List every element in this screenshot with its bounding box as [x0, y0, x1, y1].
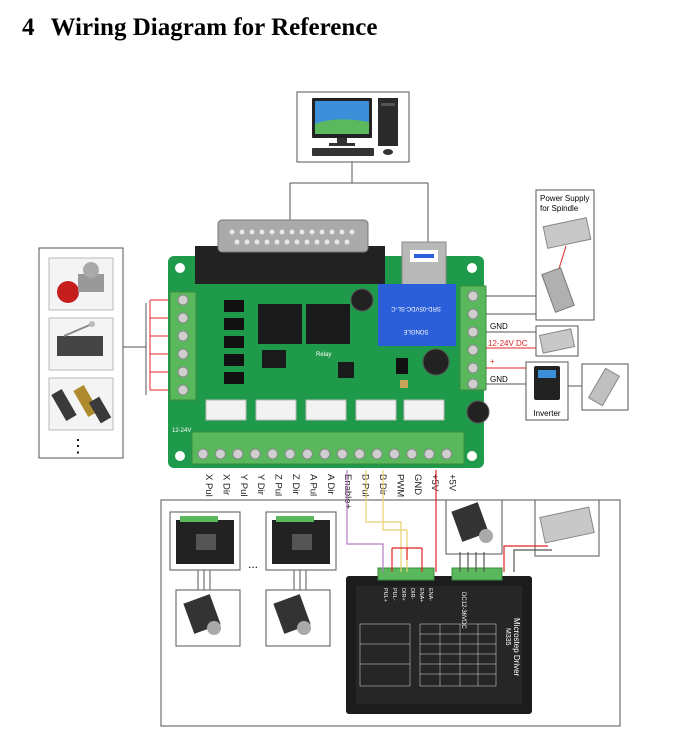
spindle-motor: [581, 363, 629, 411]
relay-label: Relay: [316, 352, 331, 358]
pin-label-5: Z Dir: [290, 474, 301, 495]
driver-ellipsis: ...: [248, 557, 258, 571]
relay: SRD-05VDC-SL-C SONGLE: [378, 284, 456, 346]
pin-label-2: Y Pul: [238, 474, 249, 497]
terminal-screw: [336, 448, 348, 460]
pin-label-8: Enable+: [342, 474, 353, 510]
computer-connection: [289, 162, 429, 242]
terminal-screw: [423, 448, 435, 460]
db25-connector: [195, 219, 385, 284]
pin-label-6: A Pul: [307, 474, 318, 496]
driver-motor-wires: [197, 570, 307, 590]
board-voltage-label: 12-24V: [172, 428, 191, 434]
axis-headers: [205, 399, 445, 421]
bottom-pin-labels: X Pul X Dir Y Pul Y Dir Z Pul Z Dir A Pul A Dir…: [203, 474, 458, 510]
gnd-bottom-label: GND: [490, 375, 508, 384]
bottom-terminal-block: [191, 431, 465, 465]
dc-power-supply: [535, 325, 579, 357]
page-title: 4 Wiring Diagram for Reference: [22, 14, 378, 42]
stepper-motor-a: [175, 589, 241, 647]
terminal-screw: [388, 448, 400, 460]
terminal-screw: [301, 448, 313, 460]
inverter-label: Inverter: [533, 409, 560, 418]
driver-power-supply: [534, 499, 600, 557]
limit-switch-image: [48, 317, 114, 371]
gnd-top-label: GND: [490, 322, 508, 331]
stepper-motor-b: [265, 589, 331, 647]
section-title: Wiring Diagram for Reference: [50, 14, 378, 41]
driver-a: [169, 511, 241, 571]
terminal-screw: [232, 448, 244, 460]
computer-box: [296, 91, 410, 163]
pin-label-0: X Pul: [203, 474, 214, 497]
pin-label-4: Z Pul: [273, 474, 284, 496]
terminal-screw: [214, 448, 226, 460]
driver-terminal-label-5: ENA-: [427, 588, 433, 601]
terminal-screw: [319, 448, 331, 460]
section-number: 4: [22, 14, 35, 41]
emergency-stop-image: [48, 257, 114, 311]
terminal-screw: [371, 448, 383, 460]
spindle-power-box: Power Supply for Spindle: [535, 189, 595, 321]
spindle-power-label-1: Power Supply: [540, 194, 589, 203]
driver-terminal-label-2: DIR+: [400, 588, 406, 601]
pin-label-3: Y Dir: [255, 474, 266, 495]
stepper-motor-main: [445, 499, 503, 555]
breakout-board: 12-24V Relay SRD-05VDC-SL-C SONGLE: [168, 219, 490, 468]
switch-panel: ⋮: [38, 247, 124, 459]
driver-wires: [346, 470, 552, 572]
inverter-box: Inverter: [525, 361, 569, 421]
terminal-screw: [197, 448, 209, 460]
right-terminal-block: [459, 285, 487, 391]
pin-label-7: A Dir: [325, 474, 336, 495]
driver-terminal-label-3: DIR-: [409, 588, 415, 599]
driver-dc-label: DC12-36VDC: [460, 592, 466, 629]
proximity-sensor-image: [48, 377, 114, 431]
driver-section-frame: [160, 499, 621, 727]
pin-label-1: X Dir: [220, 474, 231, 495]
usb-connector: [401, 241, 447, 291]
relay-model-text: SRD-05VDC-SL-C: [391, 305, 441, 311]
terminal-screw: [284, 448, 296, 460]
spindle-power-label-2: for Spindle: [540, 204, 579, 213]
pin-label-13: +5V: [429, 474, 440, 492]
microstep-driver: Microstep Driver M335 DC12-36VDC PUL+PUL…: [346, 567, 532, 714]
terminal-screw: [249, 448, 261, 460]
driver-title: Microstep Driver: [512, 618, 521, 677]
capacitors: [350, 288, 490, 424]
dc-supply-label: 12-24V DC: [488, 339, 528, 348]
terminal-screw: [267, 448, 279, 460]
ic-chips: [258, 304, 354, 378]
pin-label-11: PWM: [394, 474, 405, 497]
terminal-screw: [441, 448, 453, 460]
optocouplers: [224, 300, 244, 384]
driver-terminal-label-4: ENA+: [418, 588, 424, 603]
switch-ellipsis: ⋮: [69, 436, 87, 456]
pin-label-12: GND: [412, 474, 423, 495]
driver-b: [265, 511, 337, 571]
driver-terminal-label-0: PUL+: [382, 588, 388, 602]
driver-model: M335: [504, 628, 511, 646]
terminal-screw: [406, 448, 418, 460]
pin-label-9: B Pul: [360, 474, 371, 497]
plus-label: +: [490, 357, 495, 366]
pin-label-14: +5V: [447, 474, 458, 492]
driver-terminal-label-1: PUL-: [391, 588, 397, 601]
relay-brand-text: SONGLE: [403, 328, 428, 334]
terminal-screw: [354, 448, 366, 460]
left-terminal-block: [169, 291, 197, 401]
